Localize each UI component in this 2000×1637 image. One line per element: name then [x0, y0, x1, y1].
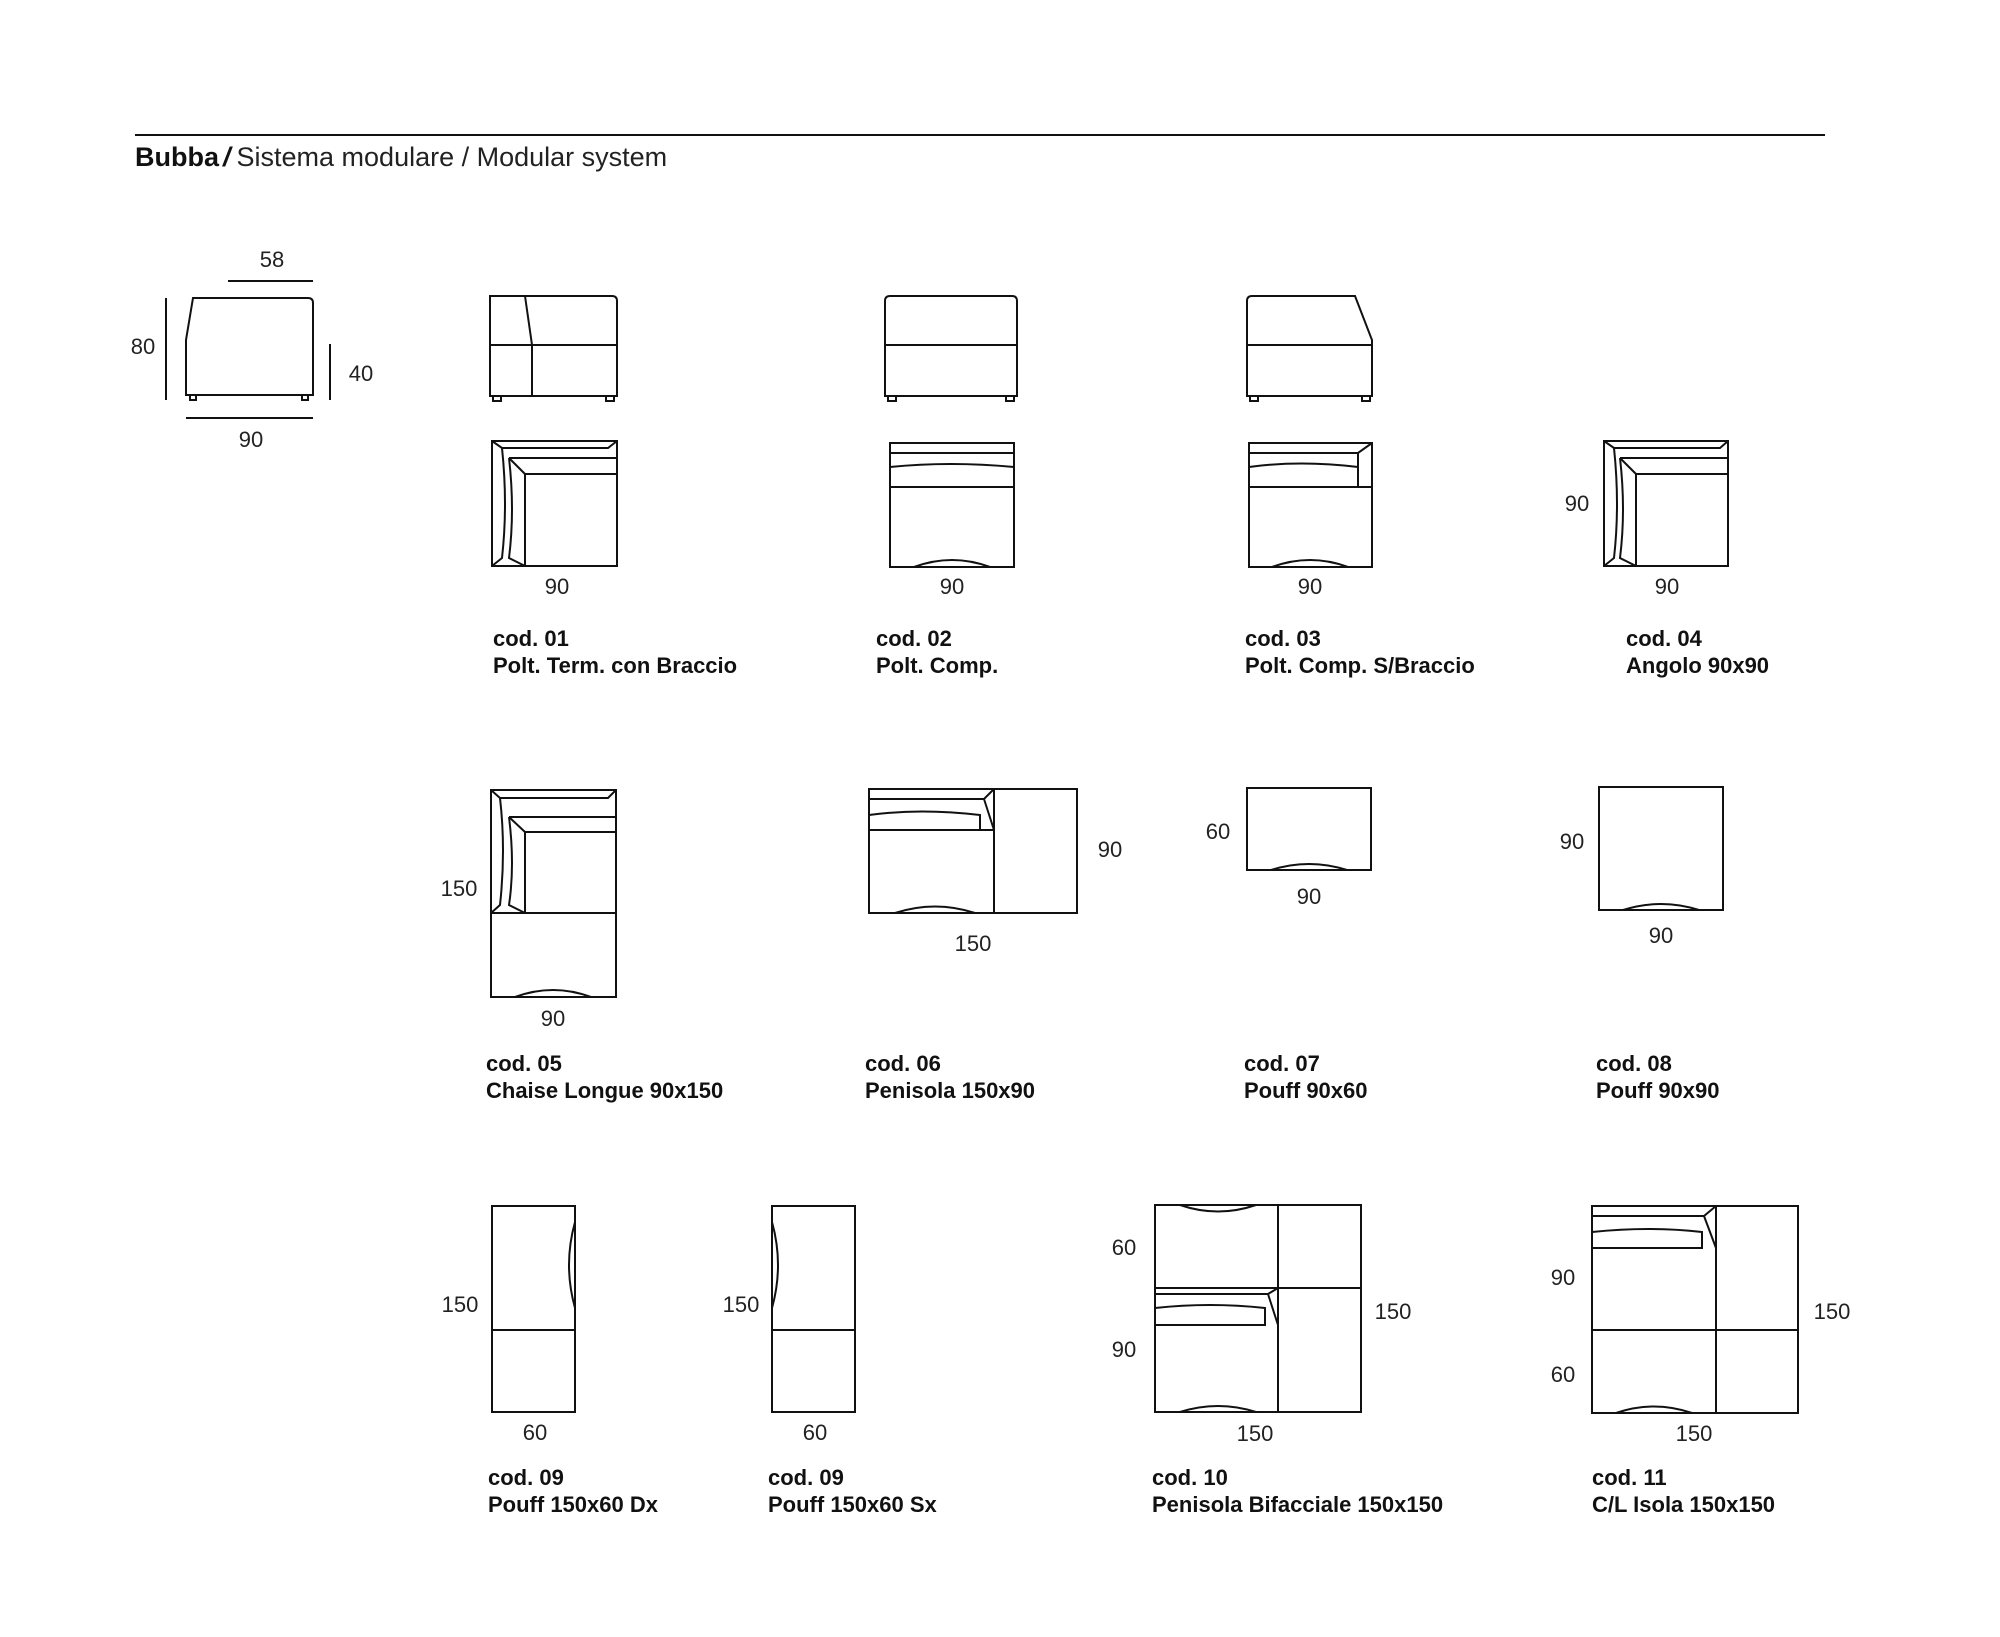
cod-11-width-label: 150 [1675, 1421, 1713, 1446]
cod-05-width-label: 90 [540, 1006, 566, 1031]
cod-08-depth-label: 90 [1559, 829, 1585, 854]
side-height-label: 80 [130, 334, 156, 359]
cod-09-dx-width-label: 60 [522, 1420, 548, 1445]
module-name: Pouff 90x60 [1244, 1078, 1368, 1103]
cod-09-sx-drawing [771, 1205, 856, 1413]
cod-01-drawing [489, 295, 618, 567]
cod-07-width-label: 90 [1296, 884, 1322, 909]
cod-11-top-depth-label: 90 [1550, 1265, 1576, 1290]
cod-02-width-label: 90 [939, 574, 965, 599]
cod-08-width-label: 90 [1648, 923, 1674, 948]
title-separator: / [223, 142, 231, 172]
module-code: cod. 05 [486, 1051, 562, 1076]
cod-03-width-label: 90 [1297, 574, 1323, 599]
cod-02-drawing [884, 295, 1018, 568]
cod-10-drawing [1154, 1204, 1362, 1413]
cod-03-drawing [1246, 295, 1373, 568]
cod-08-drawing [1598, 786, 1724, 911]
cod-01-width-label: 90 [544, 574, 570, 599]
side-seat-height-label: 40 [348, 361, 374, 386]
module-name: Polt. Term. con Braccio [493, 653, 738, 678]
cod-11-depth-label: 150 [1813, 1299, 1851, 1324]
cod-10-top-depth-label: 60 [1111, 1235, 1137, 1260]
cod-04-width-label: 90 [1654, 574, 1680, 599]
module-code: cod. 01 [493, 626, 569, 651]
cod-04-depth-label: 90 [1564, 491, 1590, 516]
module-name: Polt. Comp. [876, 653, 999, 678]
module-name: Pouff 150x60 Sx [768, 1492, 937, 1517]
module-name: Polt. Comp. S/Braccio [1245, 653, 1475, 678]
cod-05-drawing [490, 789, 617, 998]
cod-09-dx-drawing [491, 1205, 576, 1413]
title-subtitle: Sistema modulare / Modular system [236, 142, 668, 172]
module-code: cod. 06 [865, 1051, 941, 1076]
page-title: Bubba/Sistema modulare / Modular system [135, 142, 667, 173]
cod-11-drawing [1591, 1205, 1799, 1414]
module-name: C/L Isola 150x150 [1592, 1492, 1776, 1517]
cod-06-width-label: 150 [954, 931, 992, 956]
module-code: cod. 02 [876, 626, 952, 651]
cod-07-drawing [1246, 787, 1372, 871]
cod-06-drawing [868, 788, 1078, 914]
cod-06-depth-label: 90 [1097, 837, 1123, 862]
module-code: cod. 11 [1592, 1465, 1667, 1490]
side-elevation [165, 280, 331, 419]
cod-05-depth-label: 150 [440, 876, 478, 901]
module-code: cod. 08 [1596, 1051, 1672, 1076]
cod-09-sx-width-label: 60 [802, 1420, 828, 1445]
cod-07-depth-label: 60 [1205, 819, 1231, 844]
cod-04-drawing [1603, 440, 1729, 567]
module-code: cod. 04 [1626, 626, 1702, 651]
module-name: Chaise Longue 90x150 [486, 1078, 724, 1103]
side-width-label: 90 [238, 427, 264, 452]
module-name: Penisola Bifacciale 150x150 [1152, 1492, 1444, 1517]
cod-10-depth-label: 150 [1374, 1299, 1412, 1324]
cod-09-dx-depth-label: 150 [441, 1292, 479, 1317]
cod-09-sx-depth-label: 150 [722, 1292, 760, 1317]
brand-name: Bubba [135, 142, 219, 172]
cod-10-bottom-depth-label: 90 [1111, 1337, 1137, 1362]
cod-11-bottom-depth-label: 60 [1550, 1362, 1576, 1387]
module-code: cod. 09 [488, 1465, 564, 1490]
module-name: Penisola 150x90 [865, 1078, 1036, 1103]
module-code: cod. 07 [1244, 1051, 1320, 1076]
module-name: Pouff 150x60 Dx [488, 1492, 658, 1517]
module-code: cod. 09 [768, 1465, 844, 1490]
module-code: cod. 03 [1245, 626, 1321, 651]
header-rule [135, 134, 1825, 136]
side-depth-label: 58 [259, 247, 285, 272]
module-name: Pouff 90x90 [1596, 1078, 1720, 1103]
module-code: cod. 10 [1152, 1465, 1228, 1490]
cod-10-width-label: 150 [1236, 1421, 1274, 1446]
module-name: Angolo 90x90 [1626, 653, 1770, 678]
